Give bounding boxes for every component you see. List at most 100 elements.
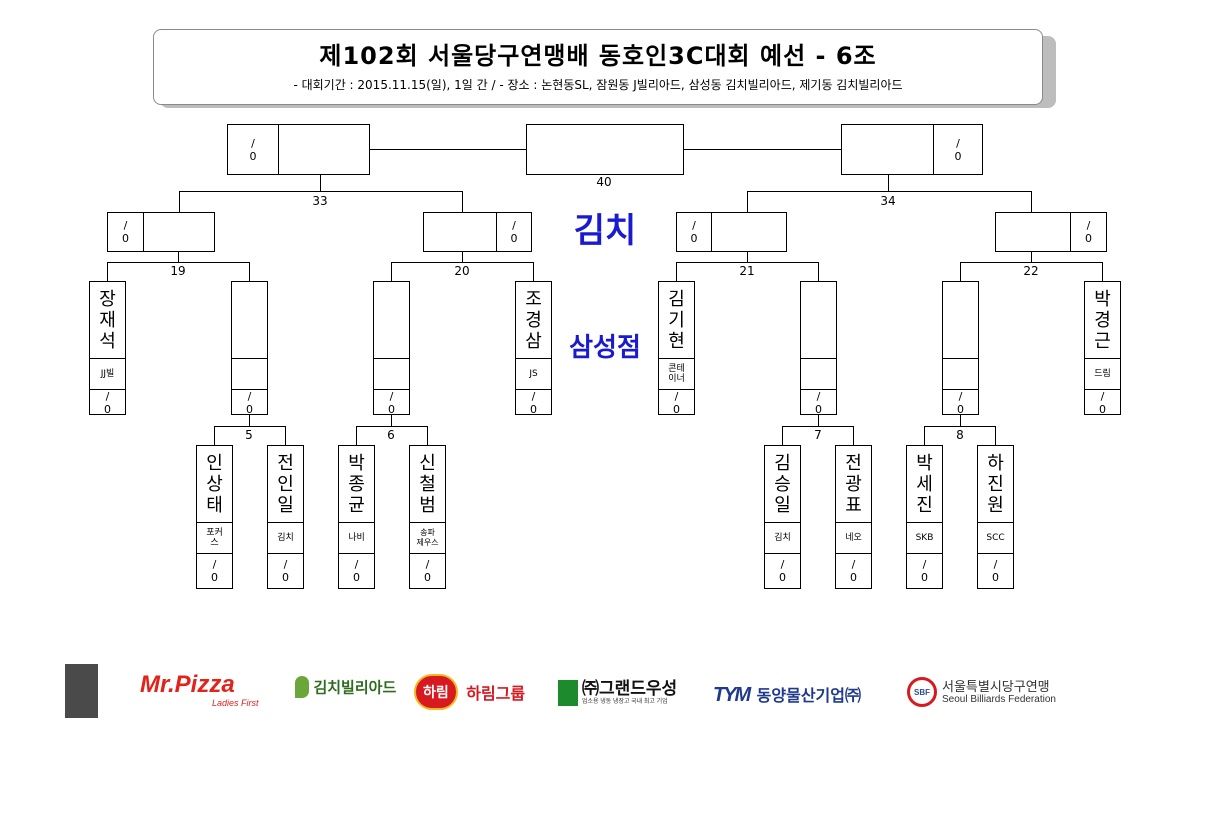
player-club: 드림 — [1085, 359, 1120, 390]
harim-badge: 하림 — [414, 674, 458, 710]
sbf-emblem-icon: SBF — [907, 677, 937, 707]
winner-slot-6: /0 — [373, 281, 410, 416]
winner-slot-34: /0 — [841, 124, 983, 175]
winner-slot-5: /0 — [231, 281, 268, 416]
mrpizza-name: Mr.Pizza — [140, 671, 235, 698]
player-score: /0 — [992, 558, 999, 584]
match-number-19: 19 — [170, 264, 186, 278]
player-score: /0 — [815, 390, 822, 416]
header-box — [153, 29, 1043, 105]
kimchi-billiards-name: 김치빌리아드 — [313, 679, 397, 697]
winner-slot-7: /0 — [800, 281, 837, 416]
player-score: /0 — [850, 558, 857, 584]
leaf-icon — [295, 676, 309, 698]
player-score: /0 — [211, 558, 218, 584]
player-club — [374, 359, 409, 390]
player-club: 나비 — [339, 523, 374, 554]
player-club: 콘테 이너 — [659, 359, 694, 390]
venue-name: 김치 — [573, 211, 637, 251]
player-score: /0 — [779, 558, 786, 584]
sponsor-bar-marker — [65, 664, 98, 718]
player-score: /0 — [353, 558, 360, 584]
player-score: /0 — [1099, 390, 1106, 416]
player-score: /0 — [921, 558, 928, 584]
sbf-badge: SBF — [914, 687, 930, 697]
name-cell — [279, 125, 369, 174]
winner-slot-33: /0 — [227, 124, 370, 175]
winner-slot-22: /0 — [995, 212, 1107, 252]
player-name — [943, 282, 978, 359]
name-cell — [712, 213, 786, 251]
player-club: 네오 — [836, 523, 871, 554]
player-club — [232, 359, 267, 390]
player-club: 김치 — [765, 523, 800, 554]
player-score: /0 — [104, 390, 111, 416]
sbf-logo: SBF 서울특별시당구연맹 Seoul Billiards Federation — [907, 677, 1056, 707]
sbf-name: 서울특별시당구연맹 — [942, 678, 1050, 694]
winner-slot-8: /0 — [942, 281, 979, 416]
score-cell: /0 — [228, 125, 279, 174]
name-cell — [842, 125, 933, 174]
match-number-40: 40 — [596, 175, 612, 189]
player-club: JS — [516, 359, 551, 390]
score-cell: /0 — [1070, 213, 1106, 251]
player-score: /0 — [530, 390, 537, 416]
grand-woosung-logo: ㈜그랜드우성 업소용 냉동 냉장고 국내 최고 기업 — [558, 679, 677, 706]
match-number-34: 34 — [880, 194, 896, 208]
winner-slot-19: /0 — [107, 212, 215, 252]
final-winner-slot — [526, 124, 684, 175]
match-number-7: 7 — [814, 428, 822, 442]
page-title: 제102회 서울당구연맹배 동호인3C대회 예선 - 6조 — [319, 42, 877, 70]
player-name — [232, 282, 267, 359]
venue-branch: 삼성점 — [569, 333, 641, 363]
name-cell — [424, 213, 496, 251]
match-number-6: 6 — [387, 428, 395, 442]
player-name — [374, 282, 409, 359]
player-club — [801, 359, 836, 390]
mrpizza-tagline: Ladies First — [212, 698, 259, 708]
match-number-8: 8 — [956, 428, 964, 442]
player-name — [801, 282, 836, 359]
grand-tagline: 업소용 냉동 냉장고 국내 최고 기업 — [582, 699, 668, 705]
player-club — [943, 359, 978, 390]
kimchi-billiards-logo: 김치빌리아드 — [295, 676, 396, 698]
player-club: JJ빌 — [90, 359, 125, 390]
player-score: /0 — [388, 390, 395, 416]
player-club: SCC — [978, 523, 1013, 554]
player-club: 송파 제우스 — [410, 523, 445, 554]
player-club: 포커 스 — [197, 523, 232, 554]
score-cell: /0 — [933, 125, 982, 174]
winner-slot-20: /0 — [423, 212, 532, 252]
page-subtitle: - 대회기간 : 2015.11.15(일), 1일 간 / - 장소 : 논현… — [293, 78, 903, 92]
player-score: /0 — [424, 558, 431, 584]
harim-name: 하림그룹 — [466, 686, 526, 703]
player-score: /0 — [673, 390, 680, 416]
score-cell: /0 — [496, 213, 531, 251]
dongyang-mark: TYM — [713, 684, 751, 706]
dongyang-name: 동양물산기업㈜ — [756, 688, 861, 705]
name-cell — [996, 213, 1070, 251]
grand-leaf-icon — [558, 679, 578, 706]
